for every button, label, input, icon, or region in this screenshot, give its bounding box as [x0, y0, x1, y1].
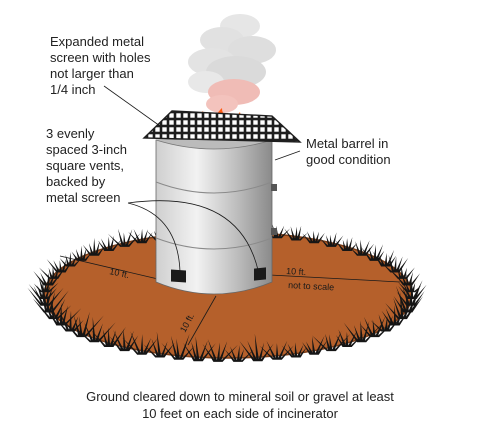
grass-tuft — [239, 333, 274, 362]
grass-tuft — [302, 230, 325, 244]
grass-tuft — [82, 237, 106, 256]
dimension-note-right: not to scale — [288, 280, 334, 292]
screen-leader-line — [103, 85, 161, 127]
grass-tuft — [372, 249, 397, 267]
grass-tuft — [202, 339, 238, 362]
screen-label: Expanded metal screen with holes not lar… — [50, 34, 151, 97]
grass-tuft — [343, 320, 383, 343]
grass-tuft — [161, 333, 195, 360]
grass-tuft — [146, 226, 172, 241]
grass-tuft — [107, 228, 141, 247]
grass-tuft — [33, 278, 59, 293]
grass-tuft — [46, 259, 72, 273]
grass-tuft — [335, 237, 358, 251]
grass-tuft — [394, 271, 421, 286]
grass-tuft — [284, 225, 308, 241]
vent-right — [254, 267, 266, 281]
vent-left — [171, 269, 186, 283]
grass-tuft — [389, 265, 415, 279]
vent-pointer-right — [127, 200, 259, 271]
smoke — [188, 14, 276, 113]
grass-tuft — [259, 340, 294, 360]
grass-tuft — [97, 235, 122, 251]
grass-tuft — [33, 270, 63, 286]
grass-tuft — [109, 328, 139, 352]
vents-label: 3 evenly spaced 3-inch square vents, bac… — [46, 126, 127, 205]
grass-tuft — [393, 285, 424, 313]
metal-screen — [142, 110, 302, 143]
grass-tuft — [32, 290, 69, 313]
grass-tuft — [143, 331, 175, 358]
grass-tuft — [302, 335, 328, 355]
grass-tuft — [381, 305, 409, 326]
dimension-label-right: 10 ft. — [286, 266, 307, 277]
dimension-line-right — [269, 274, 401, 283]
dimension-line-front — [187, 295, 217, 346]
grass-tuft — [398, 278, 422, 293]
grass-tuft — [128, 228, 153, 244]
grass-tuft — [359, 316, 395, 338]
grass-tuft — [36, 298, 72, 320]
grass-tuft — [360, 244, 385, 261]
caption: Ground cleared down to mineral soil or g… — [86, 389, 394, 421]
grass-tuft — [311, 331, 351, 352]
grass-tuft — [55, 310, 84, 332]
grass-tuft — [183, 336, 216, 362]
grass-tuft — [27, 283, 64, 306]
grass-tuft — [45, 302, 82, 326]
grass-tuft — [224, 345, 254, 362]
metal-barrel — [155, 139, 277, 295]
vent-pointer-left — [127, 202, 181, 273]
grass-tuft — [349, 239, 375, 256]
barrel-leader-line — [274, 150, 301, 161]
grass-tuft — [122, 331, 158, 355]
grass-tuft — [59, 252, 82, 267]
grass-tuft — [59, 311, 104, 338]
dimension-label-left: 10 ft. — [109, 266, 131, 280]
grass-tuft — [396, 284, 425, 306]
grass-tuft — [71, 245, 92, 261]
grass-tuft — [39, 266, 66, 279]
barrel-label: Metal barrel in good condition — [306, 136, 391, 167]
grass-tuft — [385, 292, 422, 320]
grass-tuft — [90, 326, 126, 347]
grass-tuft — [370, 314, 402, 332]
